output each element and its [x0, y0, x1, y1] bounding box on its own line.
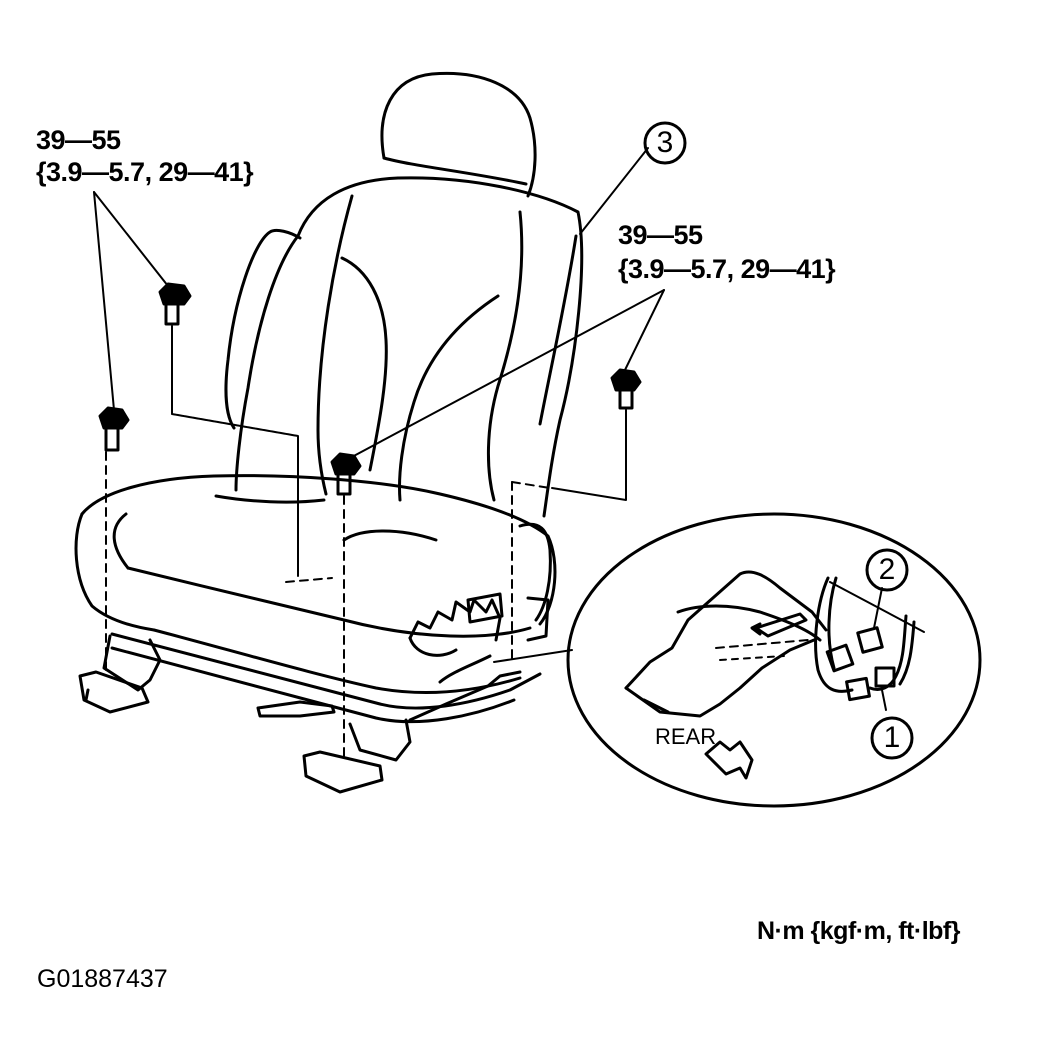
bolt-center — [330, 452, 362, 496]
headrest — [380, 71, 537, 198]
figure-id: G01887437 — [37, 965, 168, 993]
torque-right-alt-units: {3.9—5.7, 29—41} — [618, 254, 836, 284]
bolt-left-front — [98, 406, 130, 452]
callout-3-number: 3 — [656, 126, 674, 159]
callout-1-circle — [870, 716, 914, 760]
callout-1-number: 1 — [883, 721, 901, 754]
rear-arrow-icon — [704, 740, 754, 780]
bolt-right — [610, 368, 642, 410]
detail-inset — [566, 512, 982, 808]
seat-rails — [78, 632, 542, 794]
leader-lines — [93, 147, 665, 459]
callout-3-circle — [643, 121, 687, 165]
seat-cushion — [74, 474, 557, 695]
rear-label: REAR — [655, 724, 717, 749]
torque-left-value: 39—55 — [36, 125, 121, 155]
seat-back — [224, 176, 584, 518]
torque-right-value: 39—55 — [618, 220, 703, 250]
side-mechanism — [408, 522, 552, 657]
torque-left-alt-units: {3.9—5.7, 29—41} — [36, 157, 254, 187]
unit-label: N·m {kgf·m, ft·lbf} — [757, 917, 960, 945]
callout-2-circle — [865, 548, 909, 592]
inset-leader — [493, 649, 573, 663]
bolt-left-rear — [158, 282, 192, 326]
callout-2-number: 2 — [878, 553, 896, 586]
bolt-guides — [105, 325, 627, 761]
